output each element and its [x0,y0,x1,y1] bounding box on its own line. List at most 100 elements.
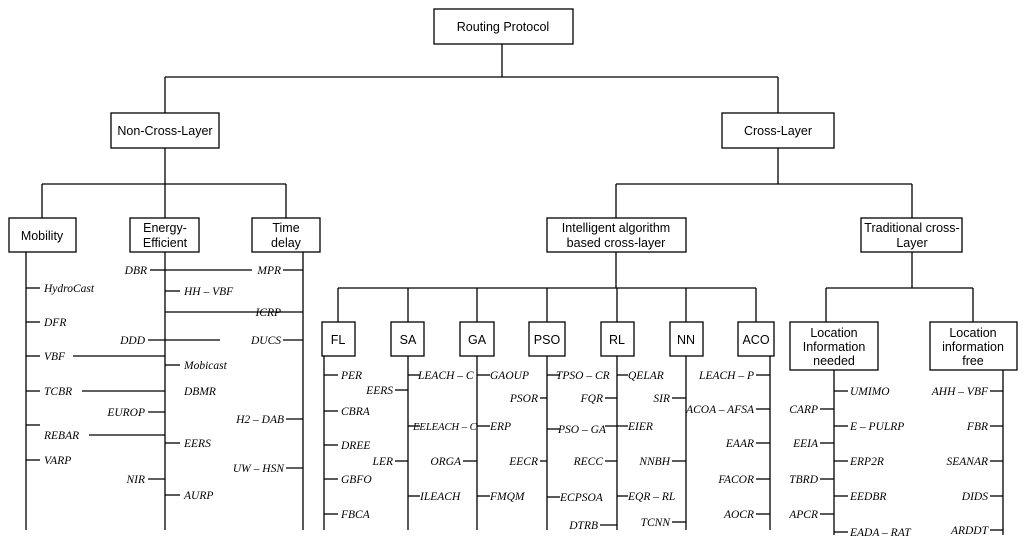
protocol-label: ECPSOA [559,492,604,504]
traditional-label-2: Layer [896,236,927,250]
intelligent-node: Intelligent algorithm based cross-layer [546,217,687,253]
time-delay-node: Time delay [251,217,321,253]
non-cross-layer-node: Non-Cross-Layer [110,112,220,149]
ga-node: GA [459,321,495,357]
protocol-label: AURP [183,490,213,502]
location-free-node: Location information free [929,321,1018,371]
protocol-label: EELEACH – C [412,422,478,433]
protocol-label: FMQM [489,491,526,503]
protocol-spines [25,252,1004,535]
fl-protocols: PER CBRA DREE GBFO FBCA [340,370,372,521]
protocol-label: CBRA [341,406,371,418]
protocol-label: DFR [43,317,66,329]
protocol-label: DDD [119,335,146,347]
protocol-label: DREE [340,440,370,452]
protocol-label: EUROP [106,407,145,419]
protocol-label: PER [340,370,362,382]
protocol-label: TPSO – CR [556,370,610,382]
aco-protocols: LEACH – P ACOA – AFSA EAAR FACOR AOCR [685,370,755,521]
time-label-2: delay [271,236,302,250]
mobility-node: Mobility [8,217,77,253]
protocol-label: DUCS [250,335,281,347]
ga-label: GA [468,333,487,347]
protocol-label: TCBR [44,386,72,398]
protocol-label: AHH – VBF [931,386,989,398]
protocol-label: EADA – RAT [849,527,912,539]
rl-protocols: QELAR FQR EIER RECC EQR – RL DTRB [568,370,675,532]
protocol-label: DBR [124,265,147,277]
protocol-label: FBCA [340,509,371,521]
protocol-label: EERS [365,385,393,397]
loc-needed-label-1: Location [810,326,857,340]
sa-node: SA [390,321,425,357]
sa-label: SA [400,333,417,347]
protocol-label: HH – VBF [183,286,234,298]
location-needed-protocols: UMIMO CARP E – PULRP EEIA ERP2R TBRD EED… [788,386,912,539]
protocol-label: FBR [966,421,988,433]
pso-protocols: TPSO – CR PSOR PSO – GA EECR ECPSOA [508,370,609,504]
protocol-label: EIER [627,421,653,433]
time-protocols: MPR ICRP DUCS H2 – DAB UW – HSN [233,265,285,475]
aco-node: ACO [737,321,775,357]
nn-label: NN [677,333,695,347]
energy-efficient-node: Energy- Efficient [129,217,200,253]
root-label: Routing Protocol [457,20,549,34]
protocol-label: HydroCast [43,283,95,295]
protocol-label: GBFO [341,474,372,486]
protocol-label: UW – HSN [233,463,285,475]
protocol-label: PSOR [509,393,538,405]
cross-layer-label: Cross-Layer [744,124,812,138]
protocol-label: SIR [653,393,670,405]
protocol-label: FQR [580,393,603,405]
cross-layer-node: Cross-Layer [721,112,835,149]
protocol-label: APCR [788,509,818,521]
protocol-label: RECC [573,456,604,468]
protocol-label: NNBH [638,456,670,468]
protocol-label: H2 – DAB [235,414,284,426]
non-cross-layer-label: Non-Cross-Layer [117,124,212,138]
protocol-label: ERP2R [849,456,884,468]
protocol-label: PSO – GA [557,424,607,436]
rl-node: RL [600,321,635,357]
rl-label: RL [609,333,625,347]
protocol-label: FACOR [717,474,754,486]
protocol-label: ACOA – AFSA [685,404,755,416]
traditional-label-1: Traditional cross- [864,221,959,235]
protocol-label: LEACH – P [698,370,754,382]
protocol-label: VBF [44,351,66,363]
aco-label: ACO [742,333,769,347]
location-free-protocols: AHH – VBF FBR SEANAR DIDS ARDDT [931,386,990,537]
nn-node: NN [669,321,704,357]
root-node: Routing Protocol [433,8,574,45]
protocol-label: ERP [489,421,511,433]
pso-label: PSO [534,333,561,347]
protocol-label: TCNN [641,517,672,529]
connectors [41,44,974,322]
protocol-label: DTRB [568,520,598,532]
protocol-label: DBMR [183,386,216,398]
protocol-label: MPR [256,265,281,277]
protocol-label: EAAR [725,438,754,450]
protocol-label: Mobicast [183,360,228,372]
protocol-label: UMIMO [850,386,890,398]
protocol-label: TBRD [789,474,818,486]
protocol-label: EEDBR [849,491,886,503]
energy-protocols: DBR HH – VBF DDD Mobicast DBMR EUROP EER… [106,265,234,502]
protocol-label: ICRP [254,307,281,319]
protocol-label: ILEACH [419,491,461,503]
protocol-label: SEANAR [946,456,988,468]
loc-needed-label-2: Information [803,340,866,354]
protocol-label: QELAR [628,370,664,382]
loc-needed-label-3: needed [813,354,855,368]
protocol-label: AOCR [723,509,754,521]
mobility-protocols: HydroCast DFR VBF TCBR REBAR VARP [43,283,95,467]
protocol-label: LEACH – C [417,370,474,382]
protocol-label: VARP [44,455,71,467]
energy-label-2: Efficient [143,236,188,250]
protocol-label: EEIA [792,438,819,450]
sa-protocols: LEACH – C EERS EELEACH – C LER ILEACH [365,370,477,503]
protocol-label: REBAR [43,430,79,442]
pso-node: PSO [528,321,566,357]
protocol-label: GAOUP [490,370,529,382]
